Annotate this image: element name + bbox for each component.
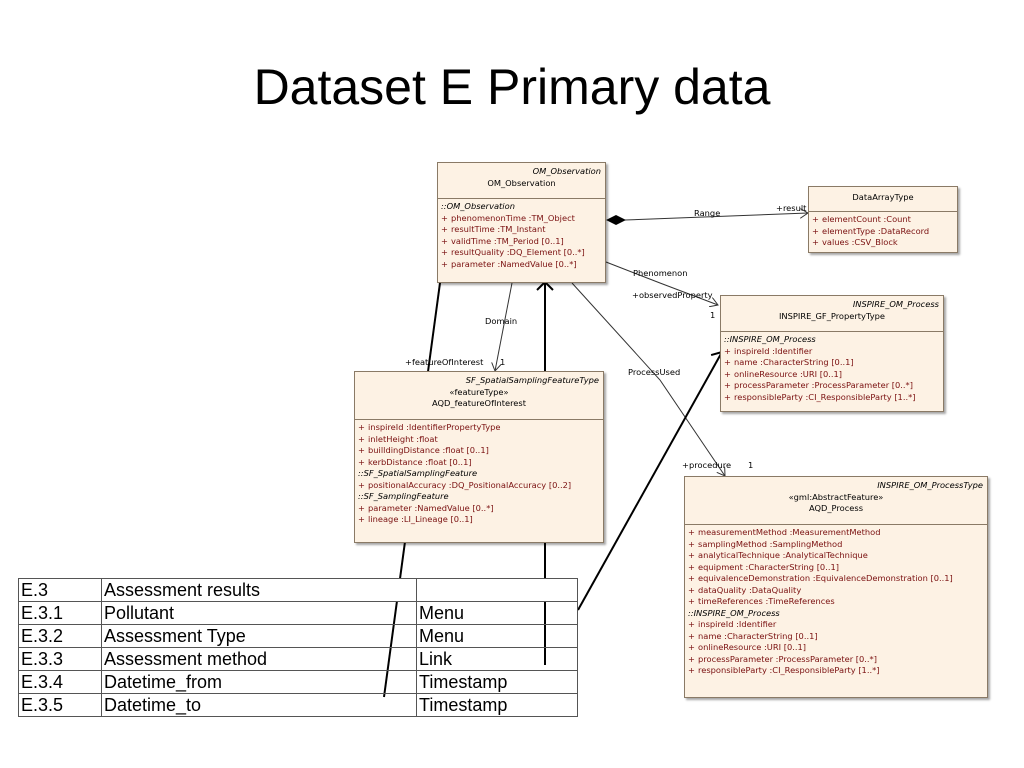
- table-cell-label: Datetime_to: [101, 693, 417, 717]
- procedure-role-label: +procedure: [682, 460, 732, 470]
- attribute-row: +name :CharacterString [0..1]: [724, 357, 854, 367]
- attribute-row: +responsibleParty :CI_ResponsibleParty […: [688, 665, 880, 675]
- class-name: DataArrayType: [852, 192, 914, 202]
- feature-role-label: +featureOfInterest: [405, 357, 484, 367]
- attribute-group: ::SF_SpatialSamplingFeature: [358, 468, 478, 478]
- attribute-row: +parameter :NamedValue [0..*]: [441, 258, 577, 269]
- attribute-row: +lineage :LI_Lineage [0..1]: [358, 514, 473, 524]
- attribute-group: ::INSPIRE_OM_Process: [724, 334, 816, 344]
- domain-connector: [495, 282, 513, 371]
- attribute-group: ::INSPIRE_OM_Process: [688, 607, 780, 618]
- attribute-row: +dataQuality :DataQuality: [688, 584, 802, 595]
- table-row: E.3 Assessment results: [18, 578, 578, 602]
- slide-title: Dataset E Primary data: [253, 59, 771, 115]
- table-cell-label: Pollutant: [101, 601, 417, 625]
- table-cell-id: E.3.5: [18, 693, 102, 717]
- phenomenon-connector: [605, 261, 718, 305]
- attribute-row: +elementCount :Count: [812, 214, 911, 224]
- table-cell-type: Menu: [416, 624, 578, 648]
- attribute-row: +parameter :NamedValue [0..*]: [358, 502, 494, 513]
- phenomenon-label: Phenomenon: [633, 268, 688, 278]
- process-used-label: ProcessUsed: [628, 367, 681, 377]
- domain-label: Domain: [485, 316, 518, 326]
- table-cell-id: E.3.4: [18, 670, 102, 694]
- table-row: E.3.2 Assessment Type Menu: [18, 624, 578, 648]
- attribute-row: +validTime :TM_Period [0..1]: [441, 235, 564, 246]
- attribute-row: +inspireId :IdentifierPropertyType: [358, 422, 501, 432]
- table-cell-type: Link: [416, 647, 578, 671]
- attribute-row: +measurementMethod :MeasurementMethod: [688, 527, 881, 537]
- assessment-table: E.3 Assessment results E.3.1 Pollutant M…: [18, 578, 578, 717]
- observed-multiplicity: 1: [710, 310, 716, 320]
- class-name: OM_Observation: [487, 177, 556, 188]
- attribute-row: +equivalenceDemonstration :EquivalenceDe…: [688, 573, 953, 583]
- attribute-row: +inspireId :Identifier: [688, 619, 777, 629]
- class-stereotype-type: OM_Observation: [532, 166, 601, 176]
- attribute-row: +samplingMethod :SamplingMethod: [688, 538, 843, 549]
- table-cell-type: Menu: [416, 601, 578, 625]
- class-name: AQD_Process: [808, 503, 864, 513]
- table-row: E.3.1 Pollutant Menu: [18, 601, 578, 625]
- table-cell-type: Timestamp: [416, 693, 578, 717]
- attribute-row: +values :CSV_Block: [812, 237, 898, 247]
- attribute-row: +builldingDistance :float [0..1]: [358, 445, 489, 455]
- procedure-multiplicity: 1: [748, 460, 754, 470]
- table-cell-label: Assessment Type: [101, 624, 417, 648]
- mapping-arrow-pollutant: [577, 350, 727, 611]
- attribute-row: +elementType :DataRecord: [812, 225, 930, 236]
- class-stereotype: «gml:AbstractFeature»: [788, 491, 884, 502]
- feature-of-interest-class[interactable]: SF_SpatialSamplingFeatureType «featureTy…: [354, 371, 604, 543]
- observed-property-label: +observedProperty: [632, 290, 713, 300]
- attribute-row: +processParameter :ProcessParameter [0..…: [688, 653, 877, 664]
- process-used-connector: [571, 282, 725, 476]
- om-observation-class[interactable]: OM_Observation OM_Observation ::OM_Obser…: [437, 162, 606, 283]
- attribute-row: +onlineResource :URI [0..1]: [724, 368, 843, 379]
- result-role-label: +result: [776, 203, 807, 213]
- class-name: AQD_featureOfInterest: [432, 398, 526, 408]
- table-cell-label: Assessment results: [101, 578, 417, 602]
- attribute-row: +analyticalTechnique :AnalyticalTechniqu…: [688, 550, 868, 560]
- feature-multiplicity: 1: [500, 357, 506, 367]
- table-cell-id: E.3.1: [18, 601, 102, 625]
- class-name: INSPIRE_GF_PropertyType: [778, 310, 886, 321]
- table-cell-id: E.3.2: [18, 624, 102, 648]
- table-cell-type: [416, 578, 578, 602]
- attribute-row: +onlineResource :URI [0..1]: [688, 642, 807, 652]
- table-cell-type: Timestamp: [416, 670, 578, 694]
- class-stereotype-type: SF_SpatialSamplingFeatureType: [465, 375, 599, 385]
- attribute-group: ::OM_Observation: [441, 201, 515, 211]
- class-stereotype: «featureType»: [449, 386, 509, 397]
- attribute-row: +inletHeight :float: [358, 433, 438, 444]
- inspire-property-type-class[interactable]: INSPIRE_OM_Process INSPIRE_GF_PropertyTy…: [720, 295, 944, 412]
- table-cell-label: Assessment method: [101, 647, 417, 671]
- attribute-row: +responsibleParty :CI_ResponsibleParty […: [724, 391, 916, 402]
- table-row: E.3.5 Datetime_to Timestamp: [18, 693, 578, 717]
- attribute-row: +name :CharacterString [0..1]: [688, 630, 818, 641]
- table-cell-id: E.3.3: [18, 647, 102, 671]
- class-stereotype-type: INSPIRE_OM_ProcessType: [877, 480, 983, 490]
- table-cell-id: E.3: [18, 578, 102, 602]
- attribute-row: +positionalAccuracy :DQ_PositionalAccura…: [358, 479, 572, 490]
- attribute-row: +kerbDistance :float [0..1]: [358, 456, 472, 467]
- table-row: E.3.4 Datetime_from Timestamp: [18, 670, 578, 694]
- attribute-row: +resultTime :TM_Instant: [441, 224, 546, 234]
- attribute-row: +resultQuality :DQ_Element [0..*]: [441, 247, 585, 257]
- table-row: E.3.3 Assessment method Link: [18, 647, 578, 671]
- range-connector: [606, 213, 808, 225]
- attribute-row: +processParameter :ProcessParameter [0..…: [724, 380, 913, 390]
- attribute-row: +equipment :CharacterString [0..1]: [688, 561, 839, 572]
- attribute-row: +inspireId :Identifier: [724, 345, 813, 356]
- table-cell-label: Datetime_from: [101, 670, 417, 694]
- attribute-row: +timeReferences :TimeReferences: [688, 596, 835, 606]
- aqd-process-class[interactable]: INSPIRE_OM_ProcessType «gml:AbstractFeat…: [684, 476, 988, 698]
- attribute-group: ::SF_SamplingFeature: [358, 491, 449, 501]
- data-array-type-class[interactable]: DataArrayType +elementCount :Count +elem…: [808, 186, 958, 253]
- range-label: Range: [694, 208, 721, 218]
- attribute-row: +phenomenonTime :TM_Object: [441, 212, 575, 223]
- class-stereotype-type: INSPIRE_OM_Process: [852, 299, 939, 309]
